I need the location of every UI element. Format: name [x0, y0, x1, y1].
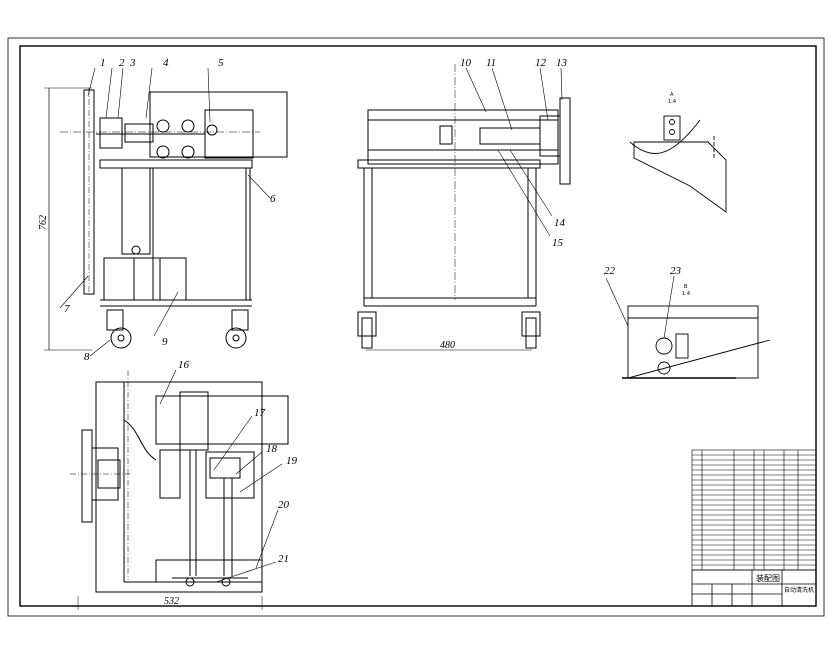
label-18: 18 [266, 443, 278, 455]
detail-b-scale: 1:4 [682, 291, 690, 297]
side-view-leaders [465, 67, 563, 237]
front-view [44, 87, 288, 351]
drawing-title: 装配图 [756, 573, 780, 583]
label-7: 7 [64, 303, 70, 315]
label-13: 13 [556, 57, 568, 69]
label-15: 15 [552, 237, 564, 249]
label-11: 11 [486, 57, 496, 69]
label-20: 20 [278, 499, 290, 511]
wheelbase-dimension: 480 [440, 340, 455, 351]
plan-view-leaders [159, 369, 283, 583]
label-10: 10 [460, 57, 472, 69]
label-22: 22 [604, 265, 616, 277]
detail-a [629, 115, 727, 213]
title-block [691, 569, 817, 607]
width-dimension: 532 [164, 596, 179, 607]
parts-list [691, 449, 817, 571]
label-5: 5 [218, 57, 224, 69]
detail-b-mark: B [684, 284, 688, 290]
label-6: 6 [270, 193, 276, 205]
label-8: 8 [84, 351, 90, 363]
outer-border [7, 37, 825, 617]
label-2: 2 [119, 57, 125, 69]
label-19: 19 [286, 455, 298, 467]
plan-view [70, 370, 289, 610]
detail-b-leaders [605, 275, 675, 339]
label-21: 21 [278, 553, 289, 565]
detail-a-scale: 1:4 [668, 99, 676, 105]
label-12: 12 [535, 57, 547, 69]
label-3: 3 [129, 57, 136, 69]
label-23: 23 [670, 265, 682, 277]
label-4: 4 [163, 57, 169, 69]
label-14: 14 [554, 217, 566, 229]
product-name: 自动清洗机 [784, 586, 814, 594]
height-dimension: 762 [38, 215, 49, 230]
detail-a-mark: A [670, 92, 674, 98]
label-16: 16 [178, 359, 190, 371]
detail-b [622, 305, 771, 379]
label-9: 9 [162, 336, 168, 348]
label-1: 1 [100, 57, 106, 69]
label-17: 17 [254, 407, 266, 419]
inner-frame [19, 45, 817, 607]
front-view-leaders [59, 67, 271, 357]
